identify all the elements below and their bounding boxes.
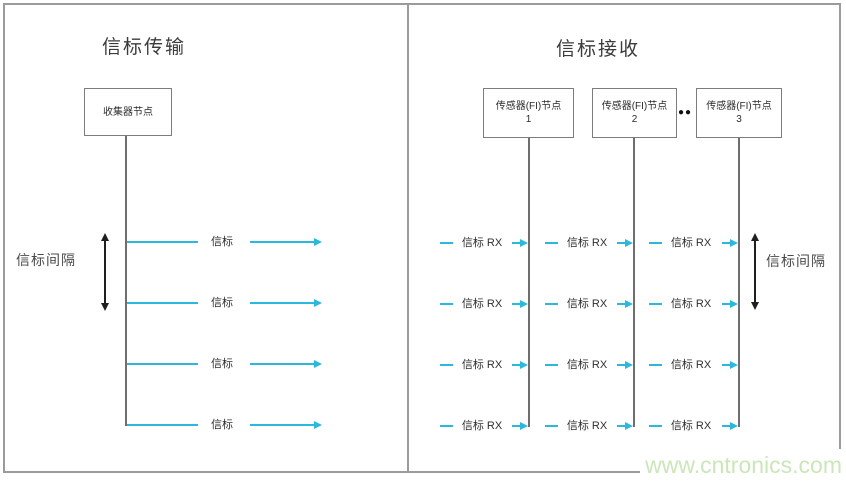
rx-dash <box>649 425 662 427</box>
beacon-label: 信标 <box>211 297 233 309</box>
rx-label: 信标 RX <box>461 298 503 310</box>
beacon-arrow <box>250 421 322 429</box>
panel-divider <box>407 3 409 473</box>
rx-arrow <box>512 422 528 430</box>
rx-label: 信标 RX <box>566 420 608 432</box>
sensor-node-number: 1 <box>525 114 532 125</box>
beacon-label: 信标 <box>211 236 233 248</box>
beacon-line <box>127 302 198 304</box>
rx-label: 信标 RX <box>461 359 503 371</box>
rx-arrow <box>617 239 633 247</box>
rx-dash <box>649 303 662 305</box>
sensor-node-label: 传感器(FI)节点 <box>495 101 562 112</box>
rx-dash <box>649 364 662 366</box>
rx-arrow <box>512 300 528 308</box>
right-interval-arrow-icon <box>750 233 759 310</box>
rx-arrow <box>512 239 528 247</box>
rx-label: 信标 RX <box>566 298 608 310</box>
rx-label: 信标 RX <box>461 237 503 249</box>
sensor-node-box-1: 传感器(FI)节点 1 <box>483 88 574 138</box>
left-interval-label: 信标间隔 <box>16 252 76 268</box>
diagram-frame <box>3 3 841 473</box>
rx-arrow <box>512 361 528 369</box>
beacon-arrow <box>250 360 322 368</box>
rx-arrow <box>722 422 738 430</box>
collector-node-box: 收集器节点 <box>84 88 172 136</box>
left-panel-title: 信标传输 <box>102 37 187 58</box>
sensor-timeline-3 <box>738 138 740 427</box>
sensor-node-label: 传感器(FI)节点 <box>601 101 668 112</box>
rx-arrow <box>617 422 633 430</box>
rx-label: 信标 RX <box>670 420 712 432</box>
beacon-arrow <box>250 238 322 246</box>
rx-dash <box>440 242 453 244</box>
rx-dash <box>649 242 662 244</box>
rx-arrow <box>722 239 738 247</box>
beacon-line <box>127 363 198 365</box>
sensor-node-number: 3 <box>736 114 742 125</box>
rx-arrow <box>722 361 738 369</box>
beacon-label: 信标 <box>211 419 233 431</box>
rx-dash <box>440 303 453 305</box>
sensor-node-number: 2 <box>631 114 638 125</box>
rx-dash <box>545 364 558 366</box>
watermark: www.cntronics.com <box>640 449 846 482</box>
beacon-line <box>127 424 198 426</box>
sensor-timeline-1 <box>528 138 530 427</box>
sensor-node-box-2: 传感器(FI)节点 2 <box>592 88 677 138</box>
right-interval-label: 信标间隔 <box>766 253 826 269</box>
rx-label: 信标 RX <box>670 359 712 371</box>
rx-label: 信标 RX <box>566 237 608 249</box>
left-interval-arrow-icon <box>100 233 109 311</box>
rx-label: 信标 RX <box>670 298 712 310</box>
rx-dash <box>545 425 558 427</box>
rx-dash <box>440 425 453 427</box>
sensor-node-label: 传感器(FI)节点 <box>706 101 772 112</box>
sensor-node-box-3: 传感器(FI)节点 3 <box>696 88 782 138</box>
rx-dash <box>440 364 453 366</box>
sensor-timeline-2 <box>633 138 635 427</box>
rx-dash <box>545 303 558 305</box>
beacon-line <box>127 241 198 243</box>
rx-label: 信标 RX <box>670 237 712 249</box>
collector-timeline <box>125 136 127 426</box>
beacon-arrow <box>250 299 322 307</box>
rx-label: 信标 RX <box>461 420 503 432</box>
rx-arrow <box>617 300 633 308</box>
rx-label: 信标 RX <box>566 359 608 371</box>
beacon-label: 信标 <box>211 358 233 370</box>
rx-dash <box>545 242 558 244</box>
rx-arrow <box>617 361 633 369</box>
rx-arrow <box>722 300 738 308</box>
right-panel-title: 信标接收 <box>556 39 641 60</box>
collector-node-label: 收集器节点 <box>103 106 153 118</box>
ellipsis-dots: ●● <box>678 107 693 118</box>
